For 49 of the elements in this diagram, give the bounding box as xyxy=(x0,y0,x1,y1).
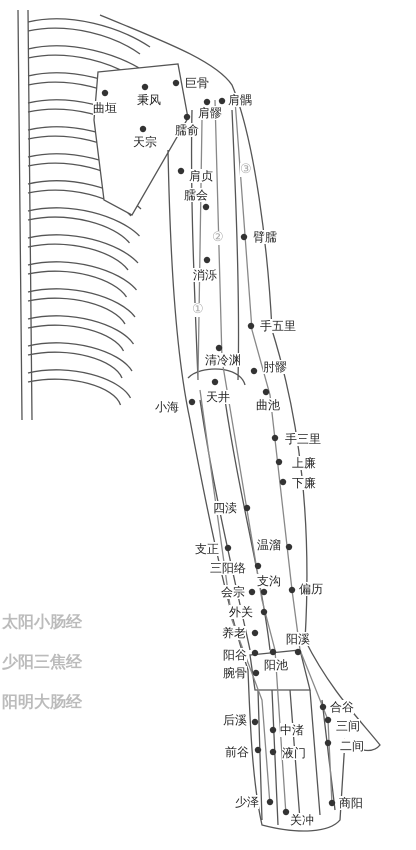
point-name: 液门 xyxy=(282,746,306,760)
point-name: 养老 xyxy=(222,626,246,640)
point-name: 臑会 xyxy=(184,188,208,202)
point-name: 阳谷 xyxy=(223,648,247,662)
meridian-name: 少阳三焦经 xyxy=(2,653,82,671)
point-name: 中渚 xyxy=(280,723,304,737)
point-name: 阳溪 xyxy=(286,632,310,646)
circled-number: ③ xyxy=(240,163,252,177)
point-name: 臂臑 xyxy=(253,230,277,244)
point-name: 清冷渊 xyxy=(205,353,241,367)
point-name: 三间 xyxy=(336,719,360,733)
point-name: 曲垣 xyxy=(93,101,117,115)
point-name: 肘髎 xyxy=(263,360,287,374)
point-name: 消泺 xyxy=(193,268,217,282)
point-name: 偏历 xyxy=(299,582,323,596)
point-name: 曲池 xyxy=(256,398,280,412)
point-name: 小海 xyxy=(155,400,179,414)
point-name: 支正 xyxy=(195,542,219,556)
point-name: 少泽 xyxy=(235,795,259,809)
circled-number: ① xyxy=(192,303,204,317)
meridian-name: 太阳小肠经 xyxy=(2,613,82,631)
point-name: 手三里 xyxy=(285,432,321,446)
point-name: 三阳络 xyxy=(210,561,246,575)
point-name: 天宗 xyxy=(133,135,157,149)
point-name: 上廉 xyxy=(292,456,316,470)
point-name: 会宗 xyxy=(221,585,245,599)
point-name: 肩髃 xyxy=(228,93,252,107)
point-name: 手五里 xyxy=(260,319,296,333)
point-name: 阳池 xyxy=(264,658,288,672)
point-name: 前谷 xyxy=(225,745,249,759)
point-name: 肩髎 xyxy=(198,106,222,120)
point-name: 巨骨 xyxy=(185,76,209,90)
point-name: 腕骨 xyxy=(223,666,247,680)
point-name: 关冲 xyxy=(290,813,314,827)
point-name: 下廉 xyxy=(292,476,316,490)
circled-number: ② xyxy=(212,231,224,245)
point-name: 臑俞 xyxy=(175,123,199,137)
point-name: 秉风 xyxy=(137,93,161,107)
point-name: 二间 xyxy=(340,739,364,753)
point-name: 支沟 xyxy=(257,574,281,588)
point-name: 四渎 xyxy=(213,501,237,515)
point-name: 后溪 xyxy=(223,713,247,727)
point-name: 商阳 xyxy=(339,796,363,810)
point-name: 合谷 xyxy=(330,700,354,714)
meridian-name: 阳明大肠经 xyxy=(2,693,82,711)
point-name: 肩贞 xyxy=(189,169,213,183)
point-name: 外关 xyxy=(229,605,253,619)
point-name: 温溜 xyxy=(257,538,281,552)
point-name: 天井 xyxy=(206,390,230,404)
